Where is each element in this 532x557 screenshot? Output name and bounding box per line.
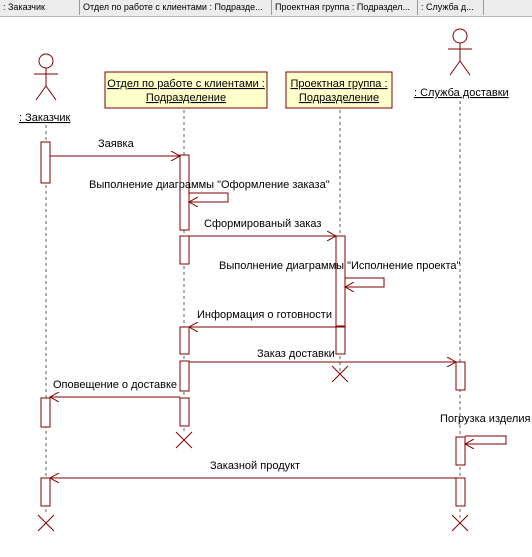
client-dept-destroy-icon: [175, 431, 193, 449]
delivery-destroy-icon: [451, 514, 469, 532]
client-dept-activation-3[interactable]: [179, 326, 190, 355]
customer-label: : Заказчик: [19, 112, 70, 124]
message-label-6: Заказ доставки: [257, 348, 335, 360]
message-label-8: Погрузка изделия: [440, 413, 530, 425]
project-group-activation-1[interactable]: [335, 235, 346, 327]
message-label-5: Информация о готовности: [197, 309, 332, 321]
message-label-3: Сформированый заказ: [204, 218, 321, 230]
message-arrow-2[interactable]: [189, 192, 229, 202]
tab-delivery[interactable]: : Служба д...: [418, 0, 484, 15]
delivery-actor-icon[interactable]: [448, 28, 472, 76]
message-label-7: Оповещение о доставке: [53, 379, 177, 391]
diagram-tab-bar: : Заказчик Отдел по работе с клиентами :…: [0, 0, 532, 17]
delivery-label: : Служба доставки: [414, 87, 509, 99]
client-dept-label-line1: Отдел по работе с клиентами :: [107, 78, 265, 90]
customer-actor-icon[interactable]: [34, 53, 58, 101]
project-group-label-line2: Подразделение: [299, 92, 379, 104]
project-group-box[interactable]: [285, 71, 393, 109]
customer-destroy-icon: [37, 514, 55, 532]
delivery-activation-1[interactable]: [455, 361, 466, 391]
project-group-label-line1: Проектная группа :: [290, 78, 387, 90]
client-dept-label-line2: Подразделение: [146, 92, 226, 104]
delivery-activation-3[interactable]: [455, 477, 466, 507]
delivery-activation-2[interactable]: [455, 436, 466, 466]
message-label-9: Заказной продукт: [210, 460, 300, 472]
client-dept-box[interactable]: [104, 71, 268, 109]
message-arrow-8[interactable]: [465, 435, 507, 444]
customer-activation-1[interactable]: [40, 141, 51, 184]
message-label-4: Выполнение диаграммы "Исполнение проекта…: [219, 260, 461, 272]
tab-customer[interactable]: : Заказчик: [0, 0, 80, 15]
client-dept-activation-4[interactable]: [179, 360, 190, 392]
client-dept-activation-1[interactable]: [179, 154, 190, 231]
message-label-2: Выполнение диаграммы "Оформление заказа": [89, 179, 330, 191]
client-dept-activation-2[interactable]: [179, 235, 190, 265]
project-group-activation-2[interactable]: [335, 326, 346, 355]
message-label-1: Заявка: [98, 138, 135, 150]
message-arrow-4[interactable]: [345, 277, 385, 287]
project-group-destroy-icon: [331, 365, 349, 383]
customer-activation-3[interactable]: [40, 477, 51, 507]
tab-project-group[interactable]: Проектная группа : Подраздел...: [272, 0, 418, 15]
client-dept-activation-5[interactable]: [179, 397, 190, 427]
tab-client-dept[interactable]: Отдел по работе с клиентами : Подразде..…: [80, 0, 272, 15]
customer-activation-2[interactable]: [40, 397, 51, 428]
